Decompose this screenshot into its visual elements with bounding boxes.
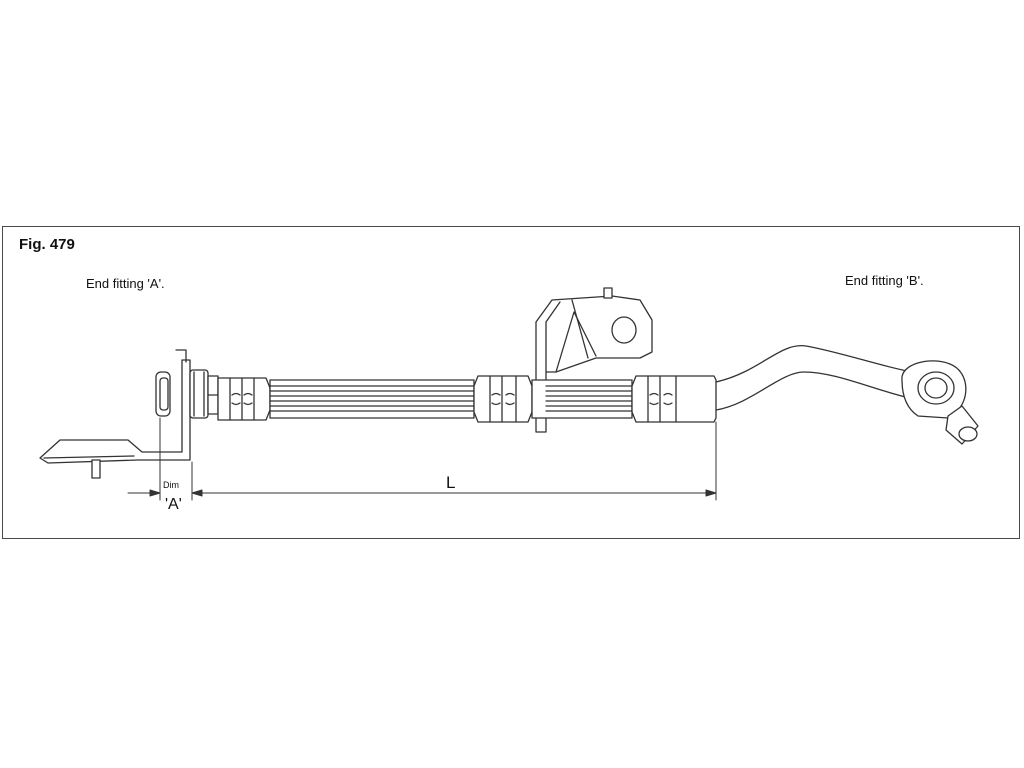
dimension-lines (127, 417, 717, 501)
end-fitting-a-bracket (39, 349, 191, 479)
ferrule-b (631, 375, 717, 423)
ferrule-a (217, 377, 271, 421)
mounting-bracket (535, 287, 653, 433)
end-fitting-a-nut (155, 369, 219, 419)
bent-pipe (715, 345, 913, 411)
hose-section-2 (531, 379, 633, 419)
end-fitting-b-banjo (901, 360, 979, 445)
hose-section-1 (269, 379, 475, 419)
end-fitting-a-label: End fitting 'A'. (86, 276, 165, 291)
figure-title: Fig. 479 (19, 236, 75, 253)
ferrule-middle (473, 375, 533, 423)
end-fitting-b-label: End fitting 'B'. (845, 273, 924, 288)
dimension-a-word: Dim (163, 480, 179, 490)
dimension-l-label: L (446, 473, 456, 492)
dimension-a-letter: 'A' (165, 496, 182, 513)
